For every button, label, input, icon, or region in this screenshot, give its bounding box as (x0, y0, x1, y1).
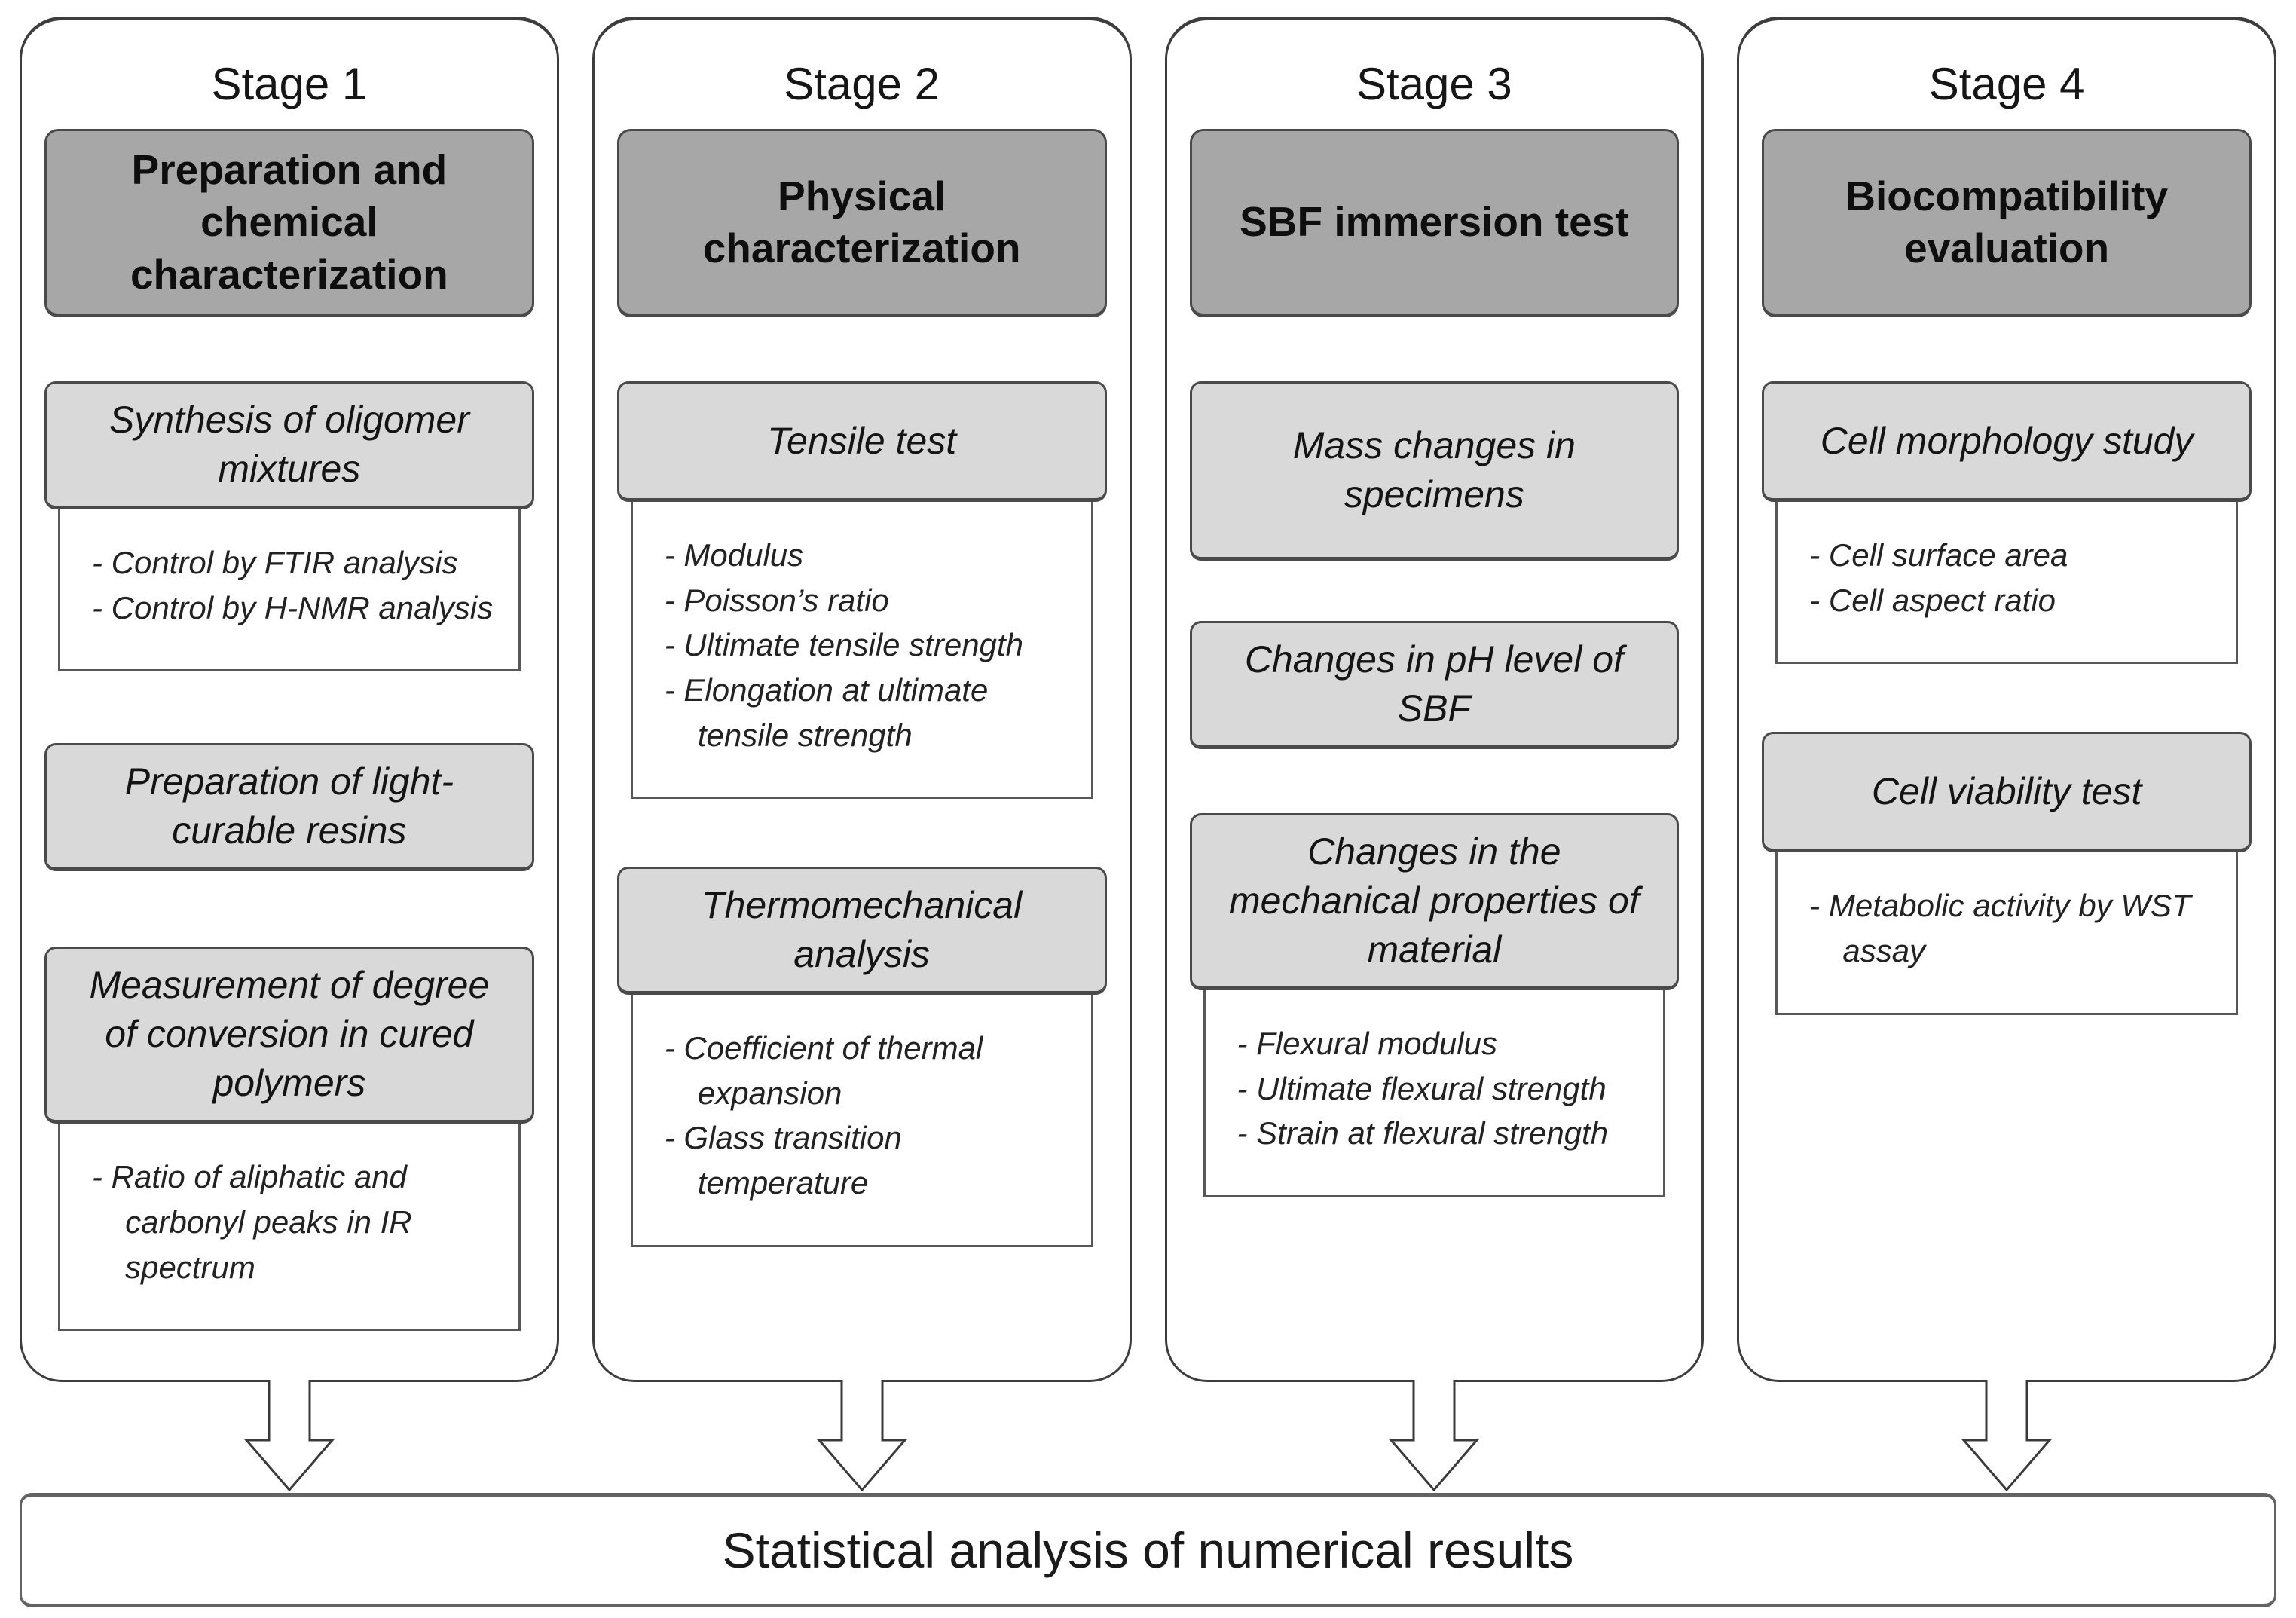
stage-2-panel: Stage 2 Physical characterization Tensil… (592, 17, 1132, 1382)
down-arrow-icon (816, 1380, 907, 1492)
detail-item: - Ultimate tensile strength (664, 627, 1023, 663)
detail-item: - Metabolic activity by WST assay (1809, 888, 2191, 968)
stage-title: Stage 2 (784, 59, 940, 109)
stage-1-panel: Stage 1 Preparation and chemical charact… (20, 17, 559, 1382)
method-box: Preparation of light-curable resins (44, 743, 534, 872)
detail-item: - Glass transition temperature (664, 1120, 902, 1201)
stage-header-box: Biocompatibility evaluation (1762, 129, 2252, 317)
detail-item: - Cell surface area (1809, 537, 2068, 573)
detail-item: - Flexural modulus (1237, 1026, 1497, 1061)
method-box: Synthesis of oligomer mixtures (44, 381, 534, 509)
detail-item: - Ultimate flexural strength (1237, 1070, 1607, 1106)
detail-item: - Control by H-NMR analysis (92, 589, 494, 625)
stage-column-wrapper-3: Stage 3 SBF immersion test Mass changes … (1164, 17, 1704, 1493)
detail-item: - Elongation at ultimate tensile strengt… (664, 671, 989, 753)
footer-bar: Statistical analysis of numerical result… (20, 1493, 2276, 1607)
stage-4-panel: Stage 4 Biocompatibility evaluation Cell… (1737, 17, 2276, 1382)
detail-item: - Modulus (664, 537, 804, 573)
detail-item: - Strain at flexural strength (1237, 1115, 1609, 1152)
detail-item: - Control by FTIR analysis (92, 545, 458, 580)
stage-title: Stage 1 (211, 59, 368, 109)
stage-columns-row: Stage 1 Preparation and chemical charact… (20, 17, 2276, 1493)
down-arrow-icon (1961, 1380, 2053, 1492)
detail-item: - Cell aspect ratio (1809, 582, 2056, 618)
method-box: Thermomechanical analysis (616, 867, 1107, 996)
method-box: Mass changes in specimens (1189, 381, 1680, 561)
method-box: Cell morphology study (1762, 381, 2252, 502)
detail-item: - Coefficient of thermal expansion (664, 1030, 983, 1111)
details-box: - Cell surface area - Cell aspect ratio (1775, 496, 2238, 665)
footer-label: Statistical analysis of numerical result… (722, 1522, 1574, 1578)
stage-3-panel: Stage 3 SBF immersion test Mass changes … (1164, 17, 1704, 1382)
method-box: Tensile test (616, 381, 1107, 502)
stage-header-box: SBF immersion test (1189, 129, 1680, 317)
stage-column-wrapper-2: Stage 2 Physical characterization Tensil… (592, 17, 1132, 1493)
method-box: Changes in pH level of SBF (1189, 621, 1680, 749)
stage-column-wrapper-1: Stage 1 Preparation and chemical charact… (20, 17, 559, 1493)
down-arrow-icon (243, 1380, 335, 1492)
method-box: Measurement of degree of conversion in c… (44, 947, 534, 1124)
method-box: Changes in the mechanical properties of … (1189, 813, 1680, 990)
stage-title: Stage 4 (1928, 59, 2085, 109)
detail-item: - Poisson’s ratio (664, 582, 889, 618)
stage-header-box: Preparation and chemical characterizatio… (44, 129, 534, 317)
detail-item: - Ratio of aliphatic and carbonyl peaks … (92, 1159, 412, 1285)
details-box: - Coefficient of thermal expansion - Glas… (630, 989, 1093, 1247)
details-box: - Ratio of aliphatic and carbonyl peaks … (58, 1118, 521, 1332)
stage-title: Stage 3 (1356, 59, 1512, 109)
stage-header-box: Physical characterization (616, 129, 1107, 317)
details-box: - Modulus - Poisson’s ratio - Ultimate ten… (630, 496, 1093, 800)
details-box: - Metabolic activity by WST assay (1775, 846, 2238, 1015)
stage-column-wrapper-4: Stage 4 Biocompatibility evaluation Cell… (1737, 17, 2276, 1493)
method-box: Cell viability test (1762, 732, 2252, 853)
down-arrow-icon (1389, 1380, 1480, 1492)
details-box: - Flexural modulus - Ultimate flexural st… (1203, 984, 1666, 1197)
details-box: - Control by FTIR analysis - Control by H… (58, 503, 521, 672)
